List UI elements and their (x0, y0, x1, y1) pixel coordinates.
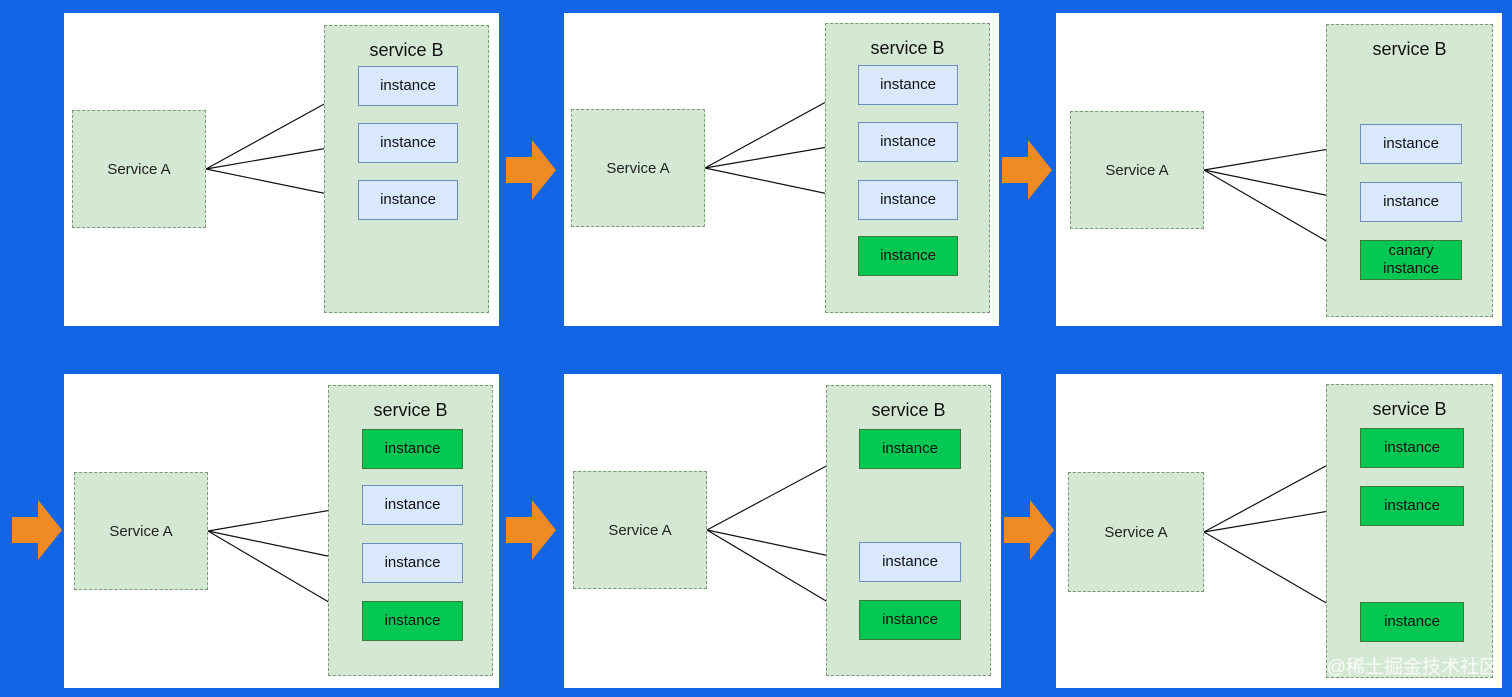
instance-box: instance (1360, 428, 1464, 468)
instance-label: instance (1383, 193, 1439, 210)
right-arrow-icon (506, 500, 556, 560)
instance-box: instance (1360, 602, 1464, 642)
instance-box: instance (362, 601, 463, 641)
instance-label: instance (882, 611, 938, 628)
instance-label: instance (384, 554, 441, 571)
instance-label: instance (380, 191, 436, 208)
service-a-box: Service A (1068, 472, 1204, 592)
service-a-box: Service A (72, 110, 206, 228)
instance-box: canary instance (1360, 240, 1462, 280)
instance-label: instance (384, 496, 441, 513)
service-a-box: Service A (571, 109, 705, 227)
instance-box: instance (859, 600, 961, 640)
service-b-label: service B (369, 40, 444, 60)
instance-box: instance (362, 429, 463, 469)
instance-box: instance (362, 485, 463, 525)
service-b-label: service B (373, 400, 448, 420)
instance-box: instance (858, 65, 958, 105)
panel-4: Service A service B instance instance in… (64, 374, 499, 688)
instance-box: instance (362, 543, 463, 583)
watermark: @稀土掘金技术社区 (1326, 657, 1498, 678)
instance-box: instance (358, 66, 458, 106)
service-a-label: Service A (107, 160, 171, 178)
instance-label: instance (880, 76, 936, 93)
service-b-label: service B (1372, 39, 1447, 59)
right-arrow-icon (506, 140, 556, 200)
instance-label: instance (1383, 135, 1439, 152)
service-a-box: Service A (573, 471, 707, 589)
instance-label: instance (880, 133, 936, 150)
service-a-box: Service A (1070, 111, 1204, 229)
service-a-label: Service A (606, 159, 670, 177)
panel-1: Service A service B instance instance in… (64, 13, 499, 326)
instance-label: instance (880, 191, 936, 208)
instance-box: instance (358, 123, 458, 163)
instance-label: instance (380, 77, 436, 94)
service-b-label: service B (871, 400, 946, 420)
instance-label: instance (882, 440, 938, 457)
panel-3: Service A service B instance instance ca… (1056, 13, 1502, 326)
instance-box: instance (859, 542, 961, 582)
instance-label: instance (1384, 613, 1440, 630)
service-a-label: Service A (608, 521, 672, 539)
instance-label: instance (882, 553, 938, 570)
instance-box: instance (858, 236, 958, 276)
instance-box: instance (858, 180, 958, 220)
service-a-label: Service A (1104, 523, 1168, 541)
instance-box: instance (1360, 182, 1462, 222)
service-b-label: service B (1372, 399, 1447, 419)
instance-box: instance (858, 122, 958, 162)
instance-label: canary instance (1383, 242, 1439, 277)
right-arrow-icon (1004, 500, 1054, 560)
instance-label: instance (880, 247, 936, 264)
right-arrow-icon (12, 500, 62, 560)
instance-label: instance (380, 134, 436, 151)
instance-box: instance (859, 429, 961, 469)
panel-5: Service A service B instance instance in… (564, 374, 1001, 688)
right-arrow-icon (1002, 140, 1052, 200)
instance-label: instance (384, 612, 441, 629)
service-a-label: Service A (109, 522, 173, 540)
instance-box: instance (1360, 486, 1464, 526)
instance-label: instance (1384, 439, 1440, 456)
instance-label: instance (384, 440, 441, 457)
service-a-box: Service A (74, 472, 208, 590)
instance-box: instance (1360, 124, 1462, 164)
instance-box: instance (358, 180, 458, 220)
service-a-label: Service A (1105, 161, 1169, 179)
instance-label: instance (1384, 497, 1440, 514)
service-b-label: service B (870, 38, 945, 58)
panel-2: Service A service B instance instance in… (564, 13, 999, 326)
panel-6: Service A service B instance instance in… (1056, 374, 1502, 688)
